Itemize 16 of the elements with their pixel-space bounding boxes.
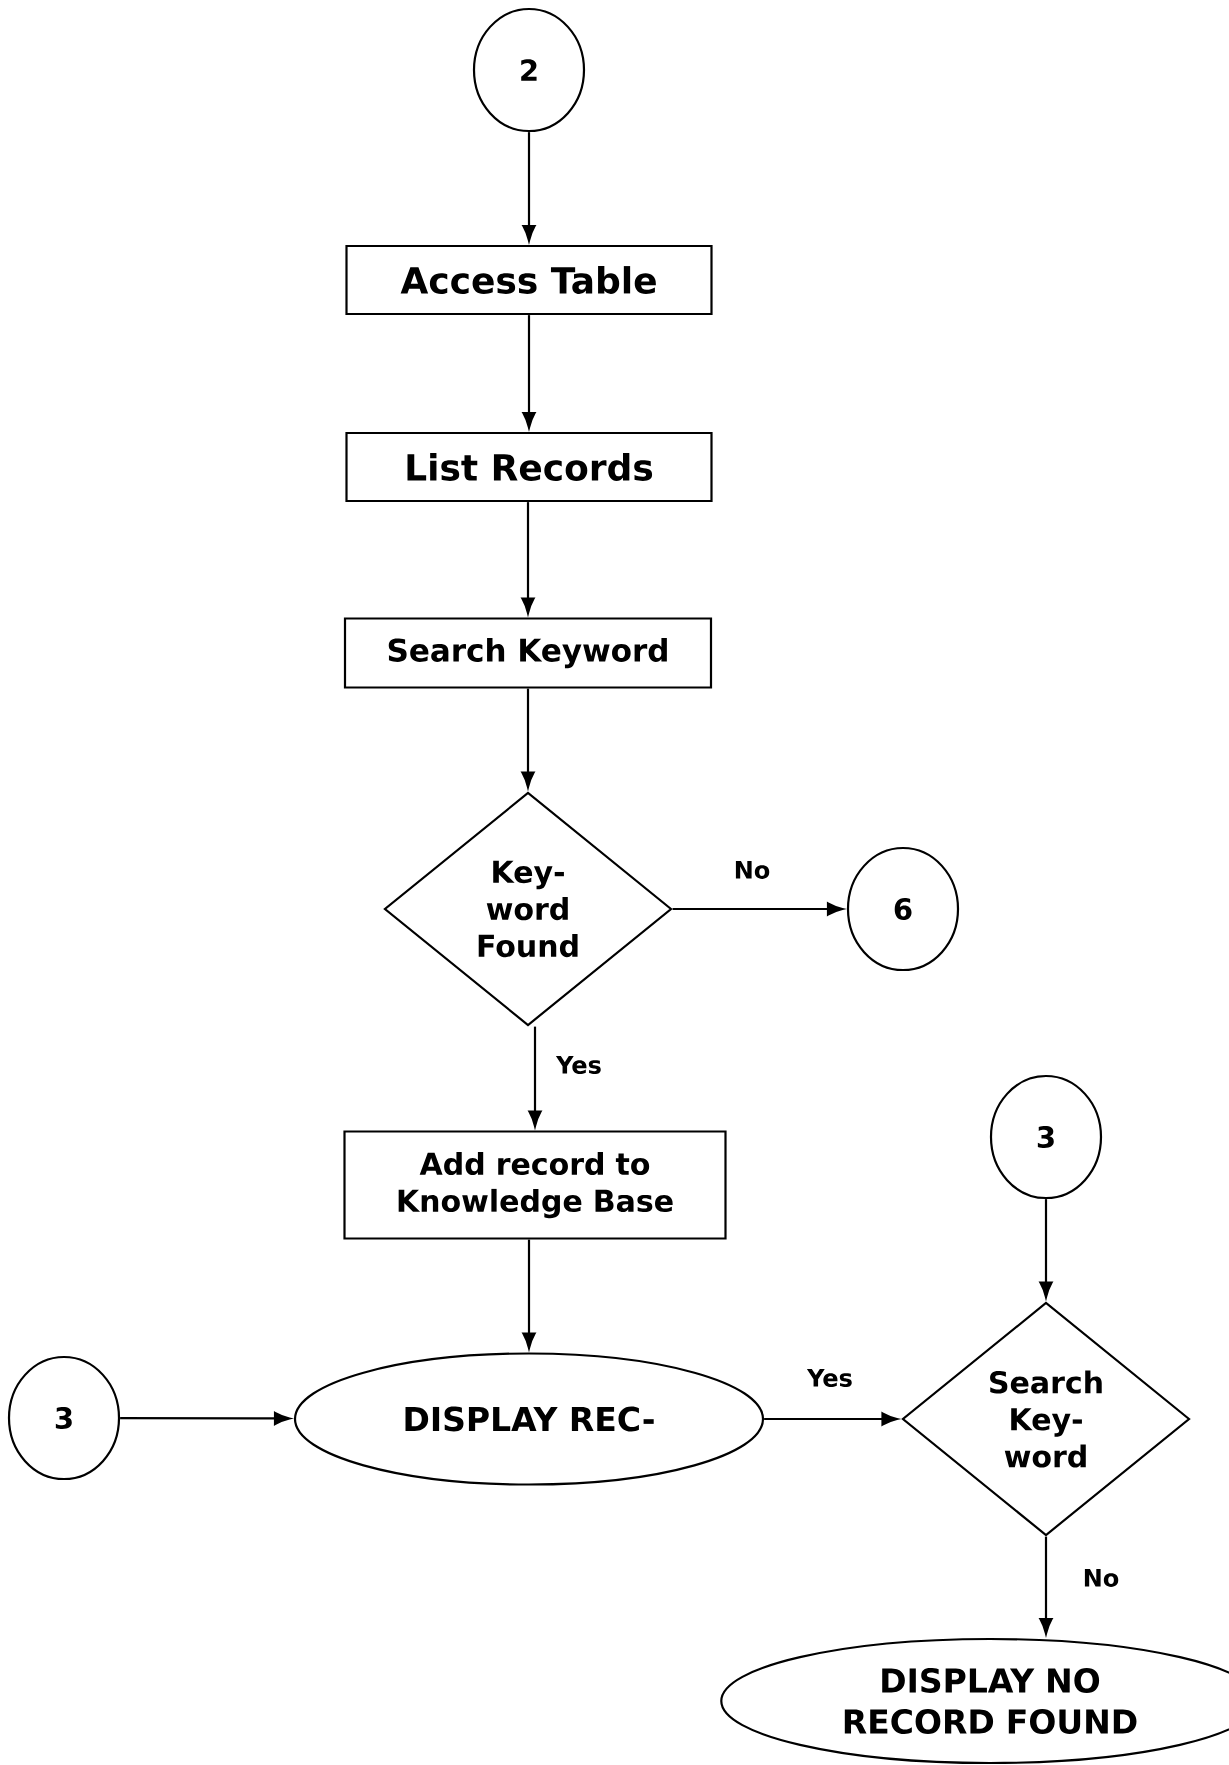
edge-label: Yes xyxy=(554,1054,604,1076)
edge-label: No xyxy=(731,859,773,881)
arrow xyxy=(528,1026,542,1127)
process-box: Add record to Knowledge Base xyxy=(343,1130,727,1240)
arrow xyxy=(521,502,535,614)
edge-label: No xyxy=(1080,1567,1122,1589)
arrow xyxy=(764,1412,898,1426)
arrow xyxy=(522,132,536,242)
arrow xyxy=(1039,1536,1053,1635)
edge-label: Yes xyxy=(805,1367,855,1389)
arrow xyxy=(522,315,536,429)
process-box: List Records xyxy=(345,431,713,503)
arrow xyxy=(672,902,844,916)
process-box: Access Table xyxy=(345,244,713,316)
arrow xyxy=(522,1239,536,1349)
process-box: Search Keyword xyxy=(343,617,713,689)
